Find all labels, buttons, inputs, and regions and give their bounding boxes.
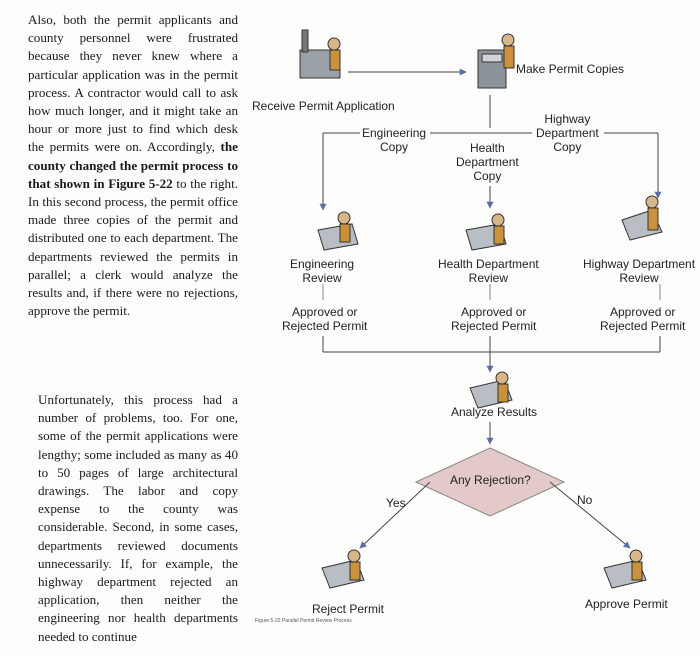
approved-rejected-1-line-2: Rejected Permit [282,319,368,333]
highway-review-line-1: Highway Department [583,257,696,271]
highway-copy-line-1: Highway [544,112,591,126]
health-review-label: Health Department Review [438,257,539,285]
approve-clerk-icon [603,549,647,589]
analyze-results-label: Analyze Results [451,405,538,419]
approved-rejected-1: Approved or Rejected Permit [282,305,367,333]
health-copy-line-1: Health [470,141,505,155]
approved-rejected-1-line-1: Approved or [292,305,358,319]
health-copy-label: Health Department Copy [456,141,519,183]
receive-clerk-icon [299,29,341,79]
copy-clerk-icon [477,33,515,89]
health-copy-line-2: Department [456,155,519,169]
flowchart-figure [299,29,663,589]
approved-rejected-3: Approved or Rejected Permit [600,305,685,333]
make-copies-label: Make Permit Copies [516,62,625,76]
engineering-review-line-2: Review [302,271,342,285]
paragraph-2: Unfortunately, this process had a number… [38,391,238,646]
paragraph-1-text-c: to the right. In this second process, th… [28,175,238,319]
health-review-line-2: Review [468,271,509,285]
paragraph-1-text-a: Also, both the permit applicants and cou… [28,12,238,155]
highway-copy-line-3: Copy [553,140,582,154]
engineering-clerk-icon [317,211,359,251]
yes-label: Yes [386,496,406,510]
receive-label: Receive Permit Application [252,99,395,113]
highway-review-label: Highway Department Review [583,257,695,285]
no-label: No [577,493,593,507]
approved-rejected-3-line-2: Rejected Permit [600,319,686,333]
approved-rejected-2-line-2: Rejected Permit [451,319,537,333]
health-copy-line-3: Copy [473,169,502,183]
approve-permit-label: Approve Permit [585,597,668,611]
decision-diamond [414,447,566,517]
decision-label: Any Rejection? [450,473,531,487]
figure-caption: Figure 5-22 Parallel Permit Review Proce… [255,618,352,624]
paragraph-2-text: Unfortunately, this process had a number… [38,392,238,644]
paragraph-1: Also, both the permit applicants and cou… [28,11,238,320]
highway-copy-label: Highway Department Copy [536,112,599,154]
engineering-copy-line-1: Engineering [362,126,427,140]
engineering-copy-line-2: Copy [380,140,409,154]
health-review-line-1: Health Department [438,257,539,271]
health-clerk-icon [465,213,507,251]
analyze-clerk-icon [469,371,513,409]
engineering-review-line-1: Engineering [290,257,355,271]
approved-rejected-2-line-1: Approved or [461,305,527,319]
approved-rejected-2: Approved or Rejected Permit [451,305,536,333]
engineering-review-label: Engineering Review [290,257,354,285]
reject-permit-label: Reject Permit [312,602,385,616]
engineering-copy-label: Engineering Copy [362,126,426,154]
paragraph-1-bold: the county changed the permit process to… [28,139,238,191]
reject-clerk-icon [321,549,365,589]
highway-review-line-2: Review [619,271,659,285]
highway-copy-line-2: Department [536,126,599,140]
approved-rejected-3-line-1: Approved or [610,305,676,319]
highway-clerk-icon [621,195,663,241]
